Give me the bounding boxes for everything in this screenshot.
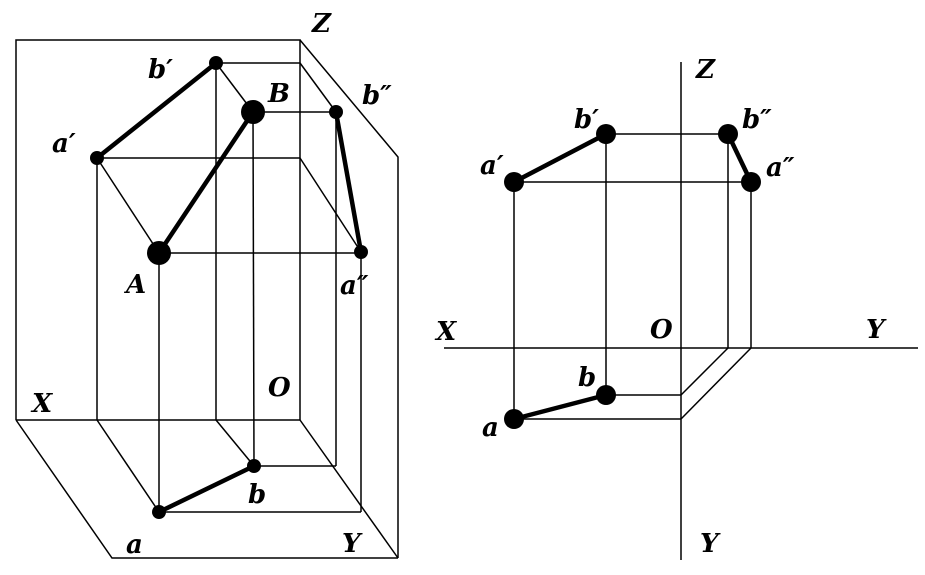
segment-ab-right [511, 392, 609, 422]
label-b-prime: b′ [148, 55, 173, 85]
point-a [152, 505, 166, 519]
construction-lines [96, 62, 362, 513]
point-a-right [504, 409, 524, 429]
label-Z: Z [311, 9, 332, 39]
point-b-prime-right [596, 124, 616, 144]
horizontal-plane-outline [15, 419, 398, 559]
pictorial-view: Z X Y O A B a′ b′ b″ a″ b a [15, 9, 399, 560]
orthographic-view: Z X Y Y O a′ b′ b″ a″ b a [434, 55, 918, 560]
point-a-prime-right [504, 172, 524, 192]
label-a: a [126, 530, 143, 560]
label-Z-right: Z [695, 55, 716, 85]
label-Y-horizontal: Y [866, 315, 887, 345]
segment-ab [156, 463, 257, 515]
label-a-prime-right: a′ [480, 151, 504, 181]
label-b: b [248, 480, 266, 510]
point-A [147, 241, 171, 265]
segment-a-prime-b-prime [94, 60, 219, 161]
label-Y: Y [342, 529, 363, 559]
profile-plane-outline [299, 39, 399, 558]
label-a-prime: a′ [52, 129, 76, 159]
point-b-dprime-right [718, 124, 738, 144]
label-A: A [123, 270, 146, 300]
label-O-right: O [650, 315, 673, 345]
point-b [247, 459, 261, 473]
label-b-prime-right: b′ [574, 105, 599, 135]
label-X: X [30, 389, 54, 419]
label-a-dprime-right: a″ [766, 153, 795, 183]
point-B [241, 100, 265, 124]
label-b-dprime: b″ [362, 81, 392, 111]
segment-a-prime-b-prime-right [511, 131, 609, 185]
label-b-dprime-right: b″ [742, 105, 772, 135]
label-B: B [267, 79, 290, 109]
label-a-dprime: a″ [340, 271, 369, 301]
point-a-prime [90, 151, 104, 165]
label-a-right: a [482, 413, 499, 443]
label-Y-vertical: Y [700, 529, 721, 559]
point-a-dprime [354, 245, 368, 259]
label-X-right: X [434, 317, 458, 347]
segment-a-dprime-b-dprime [333, 109, 364, 255]
point-b-right [596, 385, 616, 405]
construction-lines-right [513, 133, 752, 420]
point-b-prime [209, 56, 223, 70]
label-b-right: b [578, 363, 596, 393]
y-axis-line-right [299, 419, 399, 559]
frontal-plane-outline [15, 39, 301, 420]
segment-AB [156, 109, 256, 256]
point-a-dprime-right [741, 172, 761, 192]
point-b-dprime [329, 105, 343, 119]
label-O: O [268, 373, 291, 403]
